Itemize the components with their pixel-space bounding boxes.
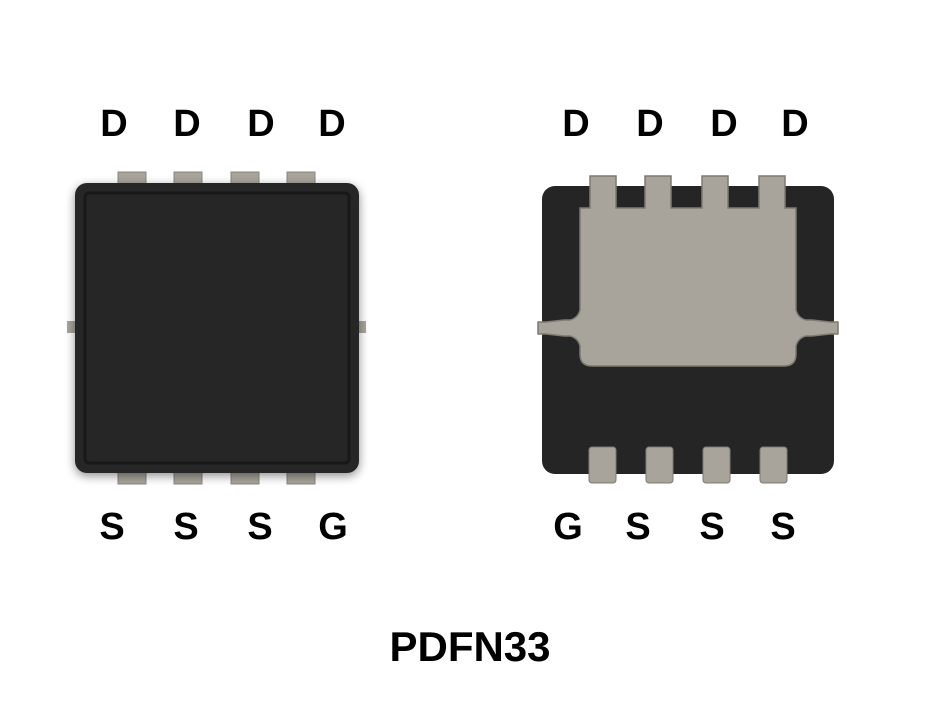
top-view-pin-label-bottom-4: G bbox=[318, 506, 348, 548]
bottom-view-package bbox=[537, 175, 839, 484]
top-view-pin-label-top-3: D bbox=[247, 103, 275, 145]
top-view-pin-label-bottom-1: S bbox=[99, 506, 125, 548]
bottom-view-pad-3 bbox=[702, 446, 731, 484]
bottom-view-pin-label-bottom-2: S bbox=[625, 506, 651, 548]
top-view-package bbox=[67, 171, 366, 485]
bottom-view-pad-4 bbox=[759, 446, 788, 484]
bottom-view-pin-label-top-1: D bbox=[562, 103, 590, 145]
bottom-view-pin-label-bottom-1: G bbox=[553, 506, 583, 548]
bottom-view-drain-pad bbox=[537, 175, 839, 367]
package-name-caption: PDFN33 bbox=[389, 623, 551, 670]
bottom-view-pin-label-top-2: D bbox=[636, 103, 664, 145]
bottom-view-pin-label-bottom-4: S bbox=[770, 506, 796, 548]
bottom-view-pin-label-top-3: D bbox=[710, 103, 738, 145]
top-view-side-tab-left bbox=[67, 321, 77, 333]
top-view-pin-label-bottom-2: S bbox=[173, 506, 199, 548]
top-view-pin-label-top-4: D bbox=[318, 103, 346, 145]
bottom-view-pad-2 bbox=[645, 446, 674, 484]
top-view-pin-label-top-2: D bbox=[173, 103, 201, 145]
bottom-view-pin-label-bottom-3: S bbox=[699, 506, 725, 548]
top-view-pin-label-top-1: D bbox=[100, 103, 128, 145]
top-view-side-tab-right bbox=[356, 321, 366, 333]
bottom-view-pad-1 bbox=[588, 446, 617, 484]
bottom-view-pin-label-top-4: D bbox=[781, 103, 809, 145]
top-view-pin-label-bottom-3: S bbox=[247, 506, 273, 548]
top-view-body-face bbox=[83, 191, 351, 465]
